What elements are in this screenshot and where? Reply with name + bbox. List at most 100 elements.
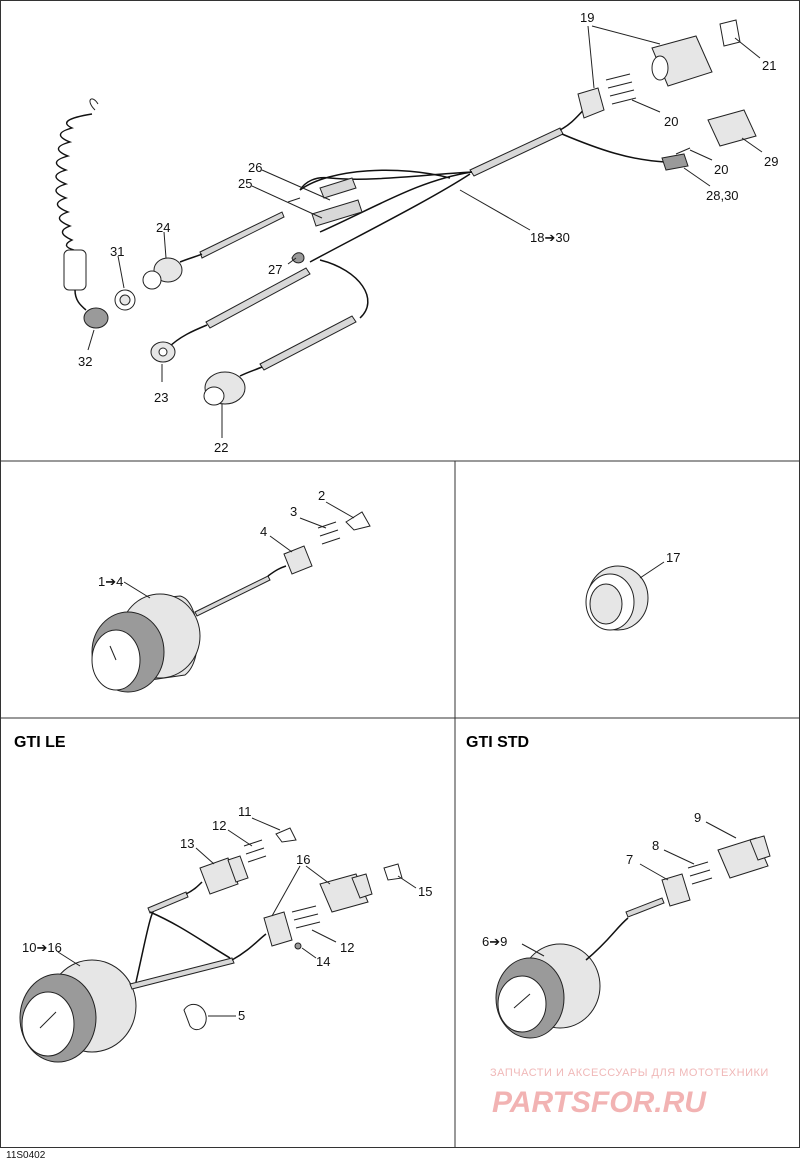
connector-16-housing (263, 911, 293, 947)
sensor-22-sleeve (259, 315, 357, 371)
watermark-brand: PARTSFOR.RU (492, 1086, 707, 1119)
terminal-23-eye (158, 347, 168, 357)
lock-2 (345, 511, 371, 531)
gauge-6-wire (585, 917, 629, 961)
main-harness-assembly (55, 19, 763, 438)
callout-7: 7 (626, 852, 633, 867)
callout-14: 14 (316, 954, 330, 969)
lanyard-loop (89, 98, 99, 111)
gauge-10-wire-connector (185, 881, 203, 895)
post-24-cap (142, 270, 162, 290)
connector-19-housing (577, 87, 605, 119)
gauge-6-needle (513, 993, 531, 1009)
section-gti-le: GTI LE (14, 734, 432, 1063)
callout-24: 24 (156, 220, 170, 235)
sensor-22-face (203, 386, 225, 406)
callout-13: 13 (180, 836, 194, 851)
clamp-5 (183, 1003, 207, 1031)
connector-9-lock (749, 835, 771, 861)
callout-23: 23 (154, 390, 168, 405)
pin-20-b (675, 147, 691, 155)
post-wire (179, 253, 203, 263)
lanyard-clip-32 (83, 307, 109, 329)
lanyard-grip (63, 249, 87, 291)
sleeve-26 (319, 177, 357, 199)
callout-9: 9 (694, 810, 701, 825)
lock-15 (383, 863, 403, 881)
gauge-1-wire (267, 565, 287, 577)
pins-3 (317, 521, 341, 545)
callout-21: 21 (762, 58, 776, 73)
callout-31: 31 (110, 244, 124, 259)
ring-17-assembly: 17 (585, 550, 680, 631)
post-24-body (153, 257, 183, 283)
gauge-10-sleeve-up (147, 891, 189, 914)
callout-25: 25 (238, 176, 252, 191)
connector-7 (661, 873, 691, 907)
sensor-22-wire (239, 366, 263, 377)
gauge-1-4-assembly: 2 3 4 1➔4 (91, 488, 371, 693)
connector-29 (707, 109, 757, 147)
leader-lines-gauge (123, 501, 355, 599)
pins-20 (605, 73, 637, 105)
wire-cross (149, 911, 231, 959)
harness-23-wire (167, 324, 208, 349)
pins-16 (291, 905, 321, 929)
branch-loop (299, 169, 451, 191)
ring-31-hole (119, 294, 131, 306)
harness-wire-ground (561, 133, 666, 163)
gauge-10-needle (39, 1011, 57, 1029)
callout-5: 5 (238, 1008, 245, 1023)
wire-to-connector-16 (231, 933, 267, 961)
terminal-28-30 (661, 153, 689, 171)
callout-11: 11 (238, 804, 252, 819)
leader-lines-gti-le (57, 817, 417, 1017)
lock-11 (275, 827, 297, 843)
callout-22: 22 (214, 440, 228, 455)
section-title-gti-le: GTI LE (14, 734, 66, 751)
gauge-6-face (497, 975, 547, 1033)
callout-17: 17 (666, 550, 680, 565)
callout-12-b: 12 (340, 940, 354, 955)
gauge-6-sleeve (625, 897, 665, 918)
section-gti-std: GTI STD 9 8 7 6➔9 (466, 734, 771, 1039)
harness-sleeve (469, 127, 564, 177)
connector-4 (283, 545, 313, 575)
tie-mark-26 (287, 197, 301, 203)
watermark-tagline: ЗАПЧАСТИ И АКСЕССУАРЫ ДЛЯ МОТОТЕХНИКИ (490, 1067, 769, 1079)
lock-21 (719, 19, 741, 47)
callout-32: 32 (78, 354, 92, 369)
branch-to-sleeve-25 (319, 171, 473, 233)
clip-27 (291, 252, 305, 264)
post-sleeve-24 (199, 211, 285, 259)
callout-12-a: 12 (212, 818, 226, 833)
watermark: ЗАПЧАСТИ И АКСЕССУАРЫ ДЛЯ МОТОТЕХНИКИ PA… (490, 1067, 769, 1119)
callout-20-a: 20 (664, 114, 678, 129)
leader-lines-top (87, 25, 763, 438)
callout-4: 4 (260, 524, 267, 539)
harness-23-sleeve (205, 267, 311, 329)
gauge-1-cable (194, 575, 271, 617)
callout-3: 3 (290, 504, 297, 519)
callout-28-30: 28,30 (706, 188, 739, 203)
callout-18-30: 18➔30 (530, 230, 570, 245)
pins-8 (687, 861, 713, 885)
lanyard-tail (74, 289, 87, 311)
callout-15: 15 (418, 884, 432, 899)
section-title-gti-std: GTI STD (466, 734, 529, 751)
callout-16: 16 (296, 852, 310, 867)
leader-17 (639, 561, 665, 579)
connector-13 (199, 857, 239, 895)
callout-19: 19 (580, 10, 594, 25)
connector-13-lock (227, 855, 249, 883)
reference-code: 11S0402 (6, 1150, 46, 1160)
leader-lines-gti-std (521, 821, 737, 957)
connector-16-lock (351, 873, 373, 899)
pins-12-a (243, 839, 267, 863)
lanyard-coil (55, 113, 93, 251)
sleeve-25 (311, 199, 363, 227)
callout-27: 27 (268, 262, 282, 277)
connector-19-face (651, 55, 669, 81)
gauge-1-needle (109, 645, 117, 661)
